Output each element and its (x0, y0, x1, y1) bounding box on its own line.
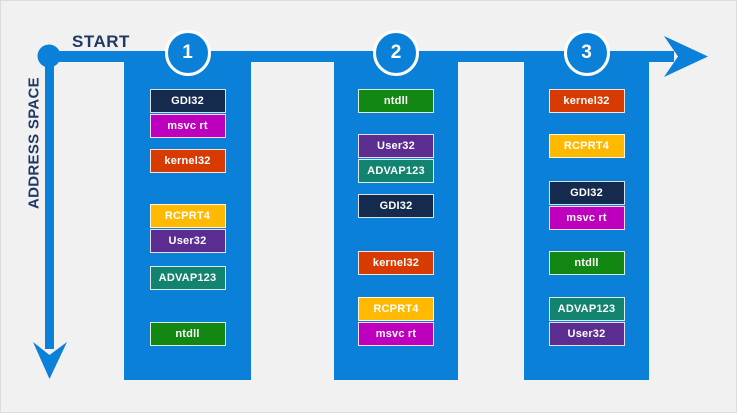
module-label: kernel32 (372, 257, 420, 269)
module-block-gdi32: GDI32 (149, 89, 226, 113)
module-label: msvc rt (375, 328, 417, 340)
module-block-advap123: ADVAP123 (149, 266, 226, 290)
module-block-advap123: ADVAP123 (358, 159, 434, 183)
module-label: User32 (567, 328, 606, 340)
vertical-address-space-line (45, 56, 54, 349)
module-block-gdi32: GDI32 (548, 181, 625, 205)
module-block-user32: User32 (358, 134, 434, 158)
module-label: GDI32 (570, 187, 603, 199)
module-block-user32: User32 (548, 322, 625, 346)
module-label: kernel32 (563, 95, 610, 107)
module-block-msvc-rt: msvc rt (548, 206, 625, 230)
module-block-rcprt4: RCPRT4 (149, 204, 226, 228)
step-circle-2: 2 (373, 30, 419, 76)
module-label: GDI32 (171, 95, 204, 107)
module-label: msvc rt (566, 212, 607, 224)
module-block-user32: User32 (149, 229, 226, 253)
module-block-msvc-rt: msvc rt (149, 114, 226, 138)
module-label: RCPRT4 (563, 140, 610, 152)
module-block-ntdll: ntdll (358, 89, 434, 113)
module-label: RCPRT4 (164, 210, 211, 222)
module-label: ADVAP123 (158, 272, 217, 284)
module-block-ntdll: ntdll (548, 251, 625, 275)
module-label: GDI32 (379, 200, 413, 212)
module-label: ADVAP123 (557, 303, 616, 315)
module-label: RCPRT4 (373, 303, 419, 315)
step-circle-3: 3 (563, 30, 610, 76)
module-label: ntdll (574, 257, 599, 269)
start-label: START (72, 32, 130, 51)
module-block-kernel32: kernel32 (548, 89, 625, 113)
address-space-axis-label: ADDRESS SPACE (25, 77, 43, 209)
module-block-kernel32: kernel32 (358, 251, 434, 275)
module-label: msvc rt (167, 120, 208, 132)
module-block-rcprt4: RCPRT4 (548, 134, 625, 158)
step-circle-1: 1 (164, 30, 211, 76)
module-block-msvc-rt: msvc rt (358, 322, 434, 346)
module-label: ntdll (175, 328, 200, 340)
down-arrowhead-icon (33, 342, 67, 379)
module-label: ADVAP123 (367, 165, 425, 177)
step-number: 2 (390, 42, 402, 63)
step-number: 3 (581, 42, 592, 63)
module-block-gdi32: GDI32 (358, 194, 434, 218)
module-label: ntdll (383, 95, 409, 107)
module-block-ntdll: ntdll (149, 322, 226, 346)
module-label: User32 (168, 235, 207, 247)
horizontal-timeline-line (49, 51, 674, 62)
module-block-kernel32: kernel32 (149, 149, 226, 173)
right-arrowhead-icon (664, 36, 708, 77)
module-block-advap123: ADVAP123 (548, 297, 625, 321)
module-label: User32 (377, 140, 415, 152)
module-block-rcprt4: RCPRT4 (358, 297, 434, 321)
step-number: 1 (182, 42, 193, 63)
module-label: kernel32 (164, 155, 211, 167)
